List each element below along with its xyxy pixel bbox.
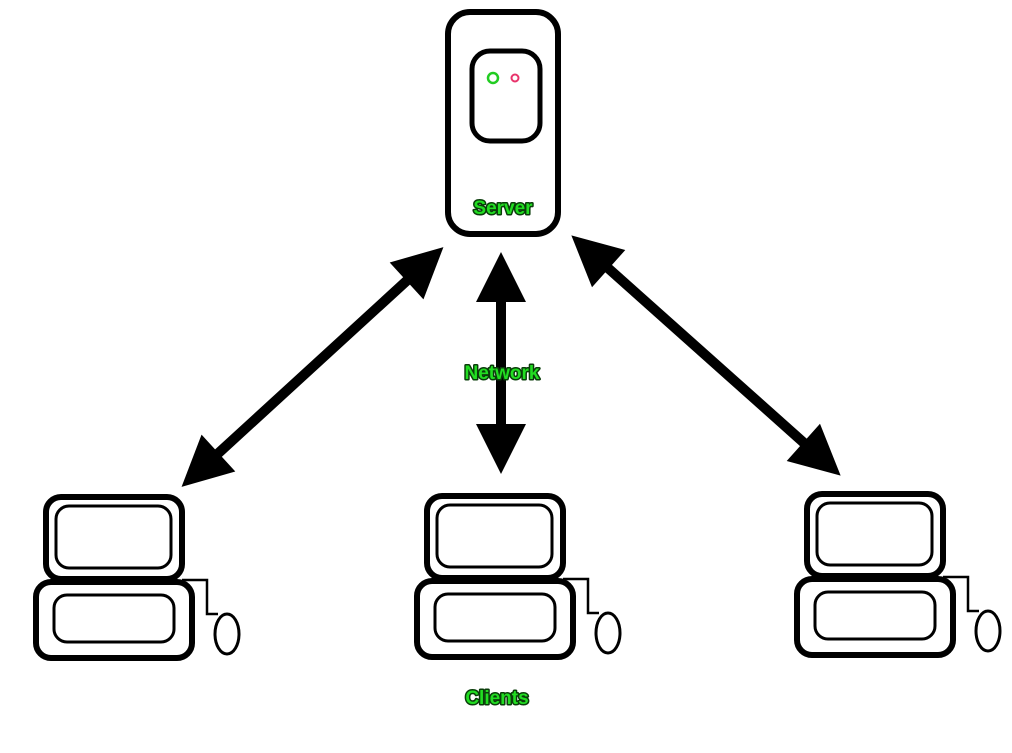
link-arrow-left-client (181, 247, 444, 487)
client-keyboard (813, 590, 937, 641)
server-status-light-green (486, 71, 500, 85)
client-mouse (213, 612, 241, 656)
client-screen (54, 504, 173, 570)
client-computer-icon (794, 491, 1002, 658)
network-label: Network (465, 363, 540, 384)
clients-label: Clients (465, 688, 528, 709)
client-screen (435, 503, 554, 569)
server-label: Server (473, 198, 533, 219)
client-computer-icon (414, 493, 622, 660)
server-panel (469, 48, 543, 144)
link-arrow-right-client (571, 235, 841, 476)
client-keyboard (433, 592, 557, 643)
client-mouse-cable (182, 578, 218, 616)
client-mouse-cable (943, 575, 979, 613)
server-icon (445, 9, 561, 237)
client-screen (815, 501, 934, 567)
client-mouse (974, 609, 1002, 653)
server-status-light-red (510, 73, 520, 83)
client-mouse (594, 611, 622, 655)
network-links (181, 235, 841, 487)
client-keyboard (52, 593, 176, 644)
client-computer-icon (33, 494, 241, 661)
client-mouse-cable (563, 577, 599, 615)
